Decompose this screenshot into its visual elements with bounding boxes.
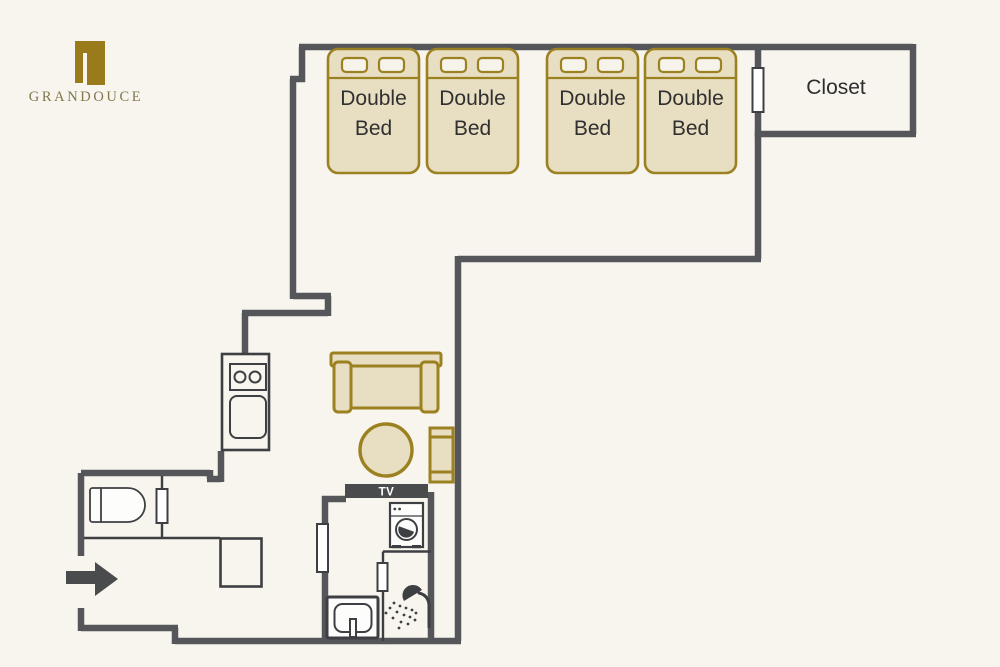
pillow (340, 56, 369, 74)
door-toilet (155, 488, 169, 524)
bed-label: Double (439, 87, 506, 110)
pillow (657, 56, 686, 74)
toilet-bowl (100, 487, 146, 523)
washbasin-icon (325, 595, 380, 640)
sofa (329, 351, 443, 414)
pillow (377, 56, 406, 74)
burner-icon (233, 370, 247, 384)
wall-outline (77, 43, 917, 645)
washer-drum (398, 526, 414, 538)
bed-label: Bed (574, 117, 611, 140)
washing-machine-icon (388, 501, 425, 549)
closet-label: Closet (806, 76, 866, 99)
armchair (428, 426, 455, 484)
pillow (596, 56, 625, 74)
bed-label: Bed (672, 117, 709, 140)
doors (155, 67, 765, 592)
double-bed-3: Double Bed (545, 47, 640, 175)
shower-spray-dots (384, 601, 418, 630)
coffee-table (358, 422, 414, 478)
double-bed-4: Double Bed (643, 47, 738, 175)
door-closet (751, 67, 765, 113)
shower-icon (384, 584, 431, 630)
kitchen-sink-icon (229, 395, 267, 439)
bed-label: Bed (355, 117, 392, 140)
living-room (329, 351, 455, 484)
entrance-arrow-icon (66, 562, 118, 596)
toilet-icon (89, 487, 146, 523)
door-bathroom (316, 523, 329, 573)
double-bed-2: Double Bed (425, 47, 520, 175)
double-bed-1: Double Bed (326, 47, 421, 175)
burner-icon (248, 370, 262, 384)
bed-label: Double (657, 87, 724, 110)
pillow (439, 56, 468, 74)
brand-logo: GRANDOUCE (29, 41, 143, 105)
kitchenette (220, 352, 271, 452)
beds: Double Bed Double Bed Double Bed Do (326, 47, 738, 175)
pillow (694, 56, 723, 74)
pillow (476, 56, 505, 74)
tv-bar (345, 484, 428, 498)
tv-unit: TV (345, 484, 428, 499)
bed-label: Double (559, 87, 626, 110)
entry-cabinet (219, 537, 263, 588)
door-shower (376, 562, 389, 592)
tv-label: TV (379, 487, 395, 499)
bed-label: Double (340, 87, 407, 110)
door-monogram-icon (75, 41, 105, 85)
bed-label: Bed (454, 117, 491, 140)
brand-wordmark: GRANDOUCE (29, 89, 143, 105)
pillow (559, 56, 588, 74)
